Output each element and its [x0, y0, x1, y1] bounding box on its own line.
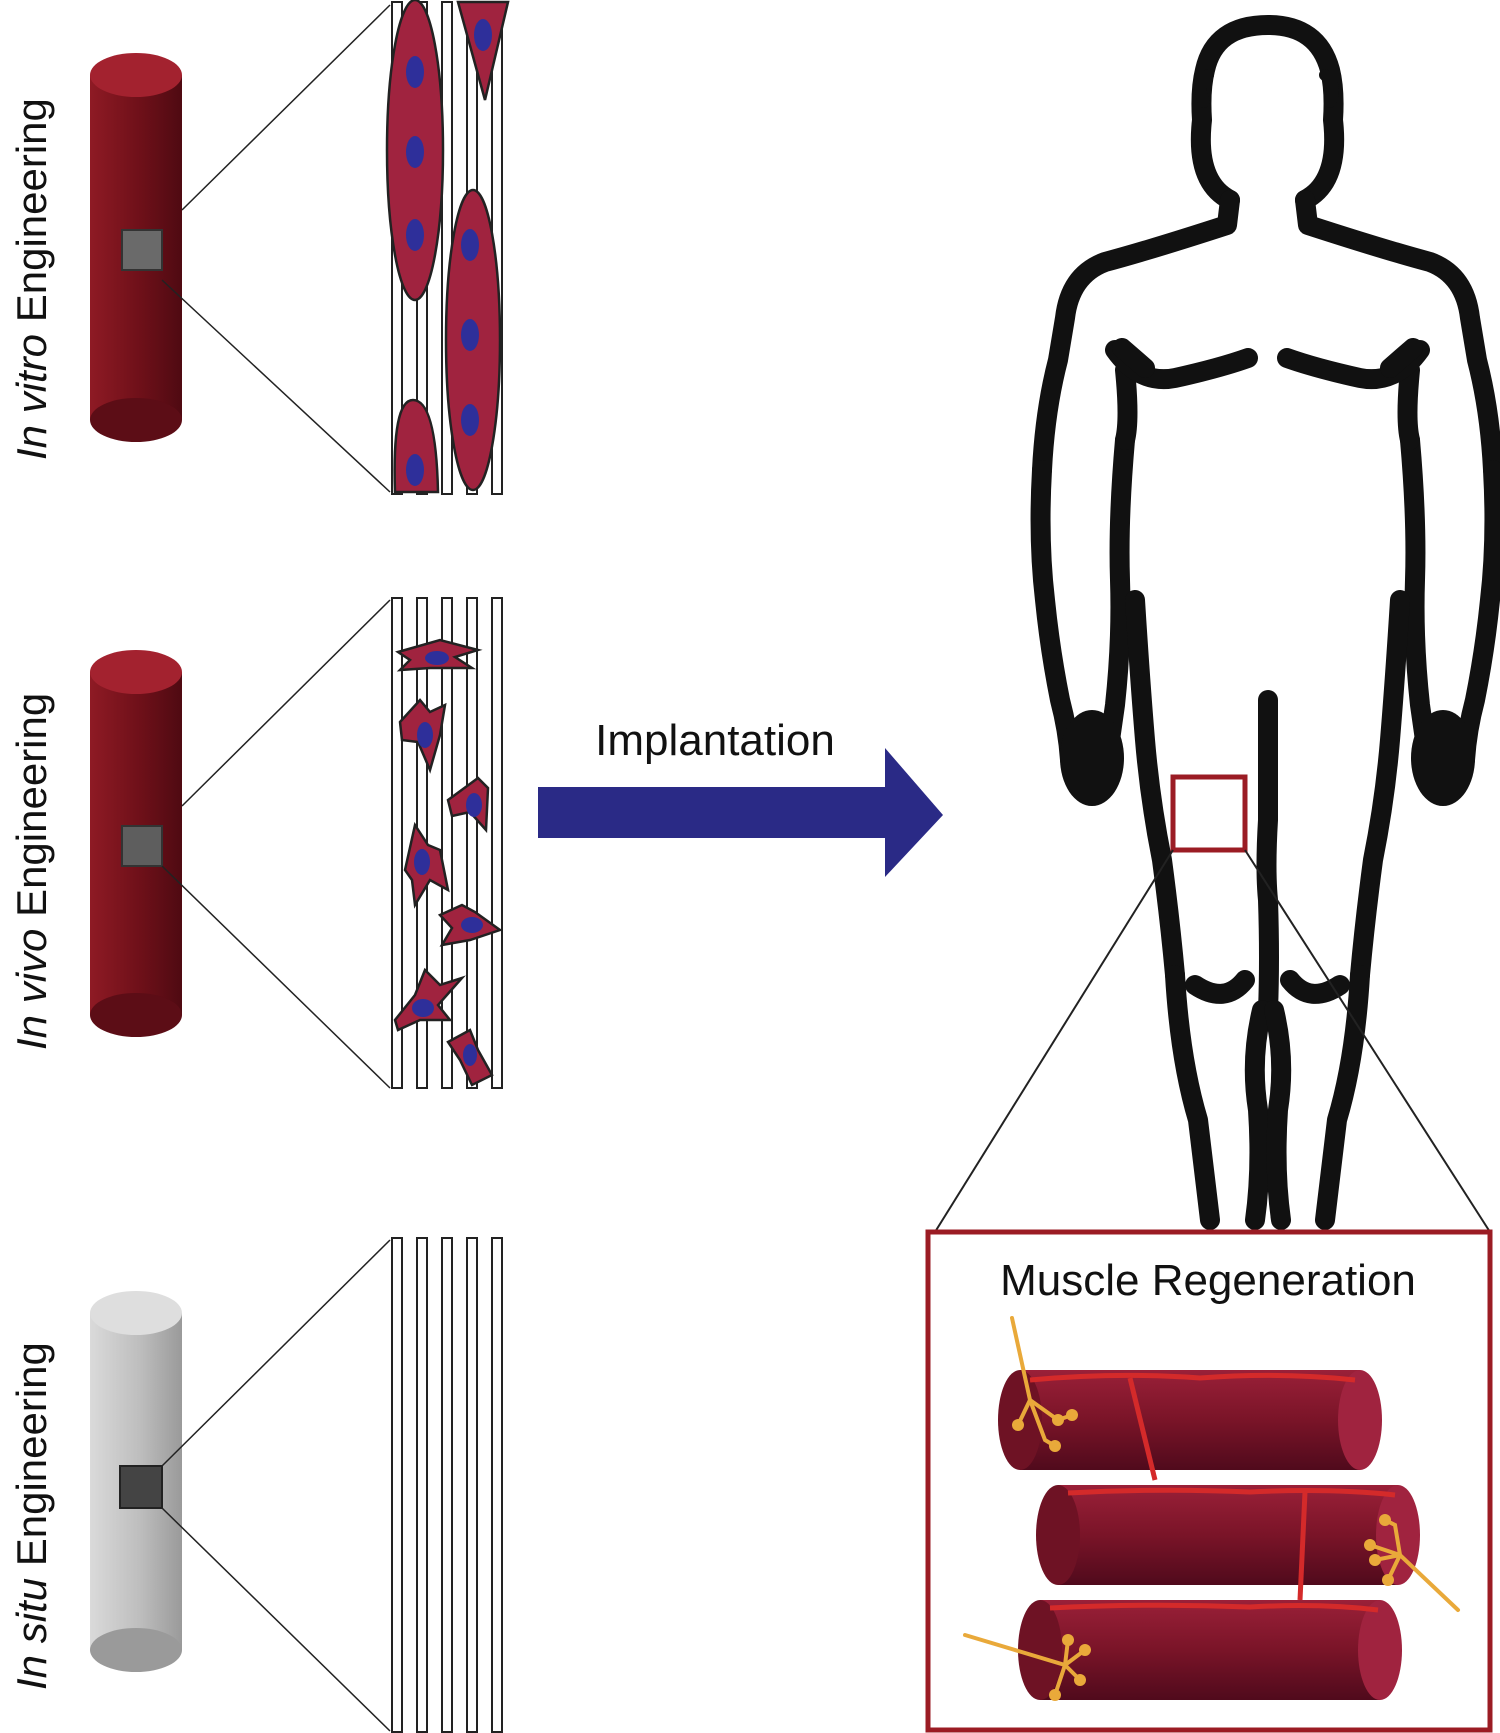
nerve-endings [963, 1316, 1460, 1697]
in-vitro-scaffold-cylinder [90, 53, 182, 442]
zoom-line-bottom [161, 279, 391, 493]
zoom-region-square [119, 1465, 163, 1509]
muscle-fiber [998, 1370, 1382, 1470]
nerve-terminals [1012, 1409, 1394, 1701]
in-situ-fiber-bundle [391, 1237, 503, 1733]
thigh-region-box [1170, 774, 1248, 853]
muscle-fiber [1036, 1485, 1420, 1585]
in-situ-row: In situ Engineering [8, 1237, 503, 1733]
muscle-fiber [1018, 1600, 1402, 1700]
implantation-arrow: Implantation [538, 716, 943, 877]
zoom-region-square [121, 825, 163, 867]
human-body-outline [1030, 15, 1500, 1230]
blood-vessels [1029, 1372, 1396, 1613]
in-vivo-row: In vivo Engineering [8, 597, 503, 1089]
inset-zoom-line-left [934, 849, 1174, 1233]
in-situ-label: In situ Engineering [8, 1342, 55, 1690]
arrow-icon [538, 748, 943, 877]
right-hand-icon [1411, 710, 1475, 806]
in-vitro-label: In vitro Engineering [8, 98, 55, 460]
zoom-line-bottom [161, 1507, 391, 1732]
in-vitro-row: In vitro Engineering [8, 0, 510, 495]
zoom-line-top [161, 1239, 391, 1467]
in-vivo-stellate-cells [393, 638, 503, 1087]
in-vitro-myotubes [385, 0, 510, 494]
in-situ-scaffold-cylinder [90, 1291, 182, 1672]
zoom-line-top [181, 4, 391, 211]
implantation-label: Implantation [595, 716, 835, 765]
in-vivo-scaffold-cylinder [90, 650, 182, 1037]
in-vivo-label: In vivo Engineering [8, 693, 55, 1050]
zoom-region-square [121, 229, 163, 271]
zoom-line-top [181, 599, 391, 807]
inset-title: Muscle Regeneration [1000, 1256, 1416, 1305]
muscle-regeneration-inset: Muscle Regeneration [925, 1229, 1493, 1733]
inset-zoom-line-right [1244, 849, 1491, 1233]
left-hand-icon [1060, 710, 1124, 806]
zoom-line-bottom [161, 865, 391, 1089]
